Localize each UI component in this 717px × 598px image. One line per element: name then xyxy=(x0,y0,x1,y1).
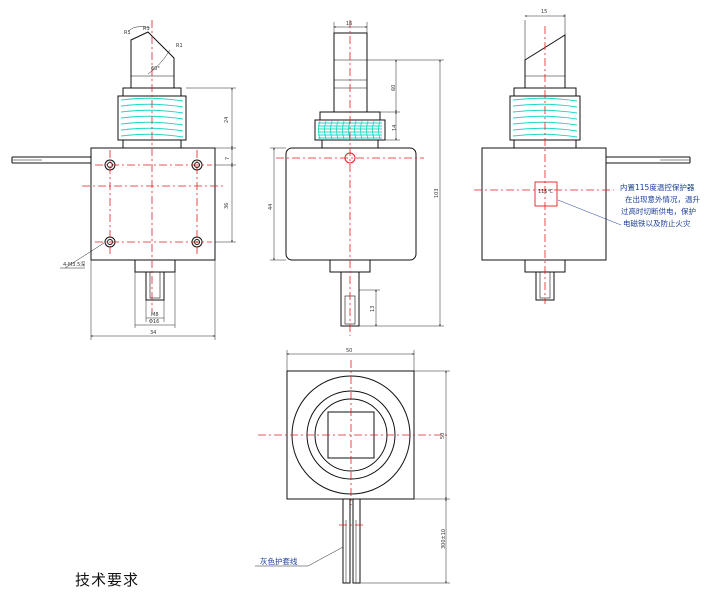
front-dimensions xyxy=(60,26,236,340)
dim-side-44: 44 xyxy=(268,204,274,210)
back-centerlines xyxy=(474,26,614,304)
dim-front-r1-c: R1 xyxy=(176,43,183,49)
bottom-view xyxy=(286,370,415,584)
front-centerlines xyxy=(82,20,224,312)
thermal-protector-label: 115℃ xyxy=(538,189,554,195)
thermal-note: 内置115度温控保护器 在出现意外情况，温升 过高时切断供电，保护 电磁铁以及防… xyxy=(620,182,700,228)
dim-side-13: 13 xyxy=(370,306,376,312)
front-view xyxy=(11,31,216,301)
dim-front-7: 7 xyxy=(225,157,231,160)
dim-bottom-50-width: 50 xyxy=(346,348,352,354)
bottom-dimensions xyxy=(255,350,450,584)
dim-front-24: 24 xyxy=(224,117,230,123)
thermal-note-line-2: 在出现意外情况，温升 xyxy=(625,194,700,204)
side-dimensions xyxy=(270,22,444,327)
dim-side-16: 16 xyxy=(346,21,352,27)
back-lead-wires xyxy=(606,156,691,164)
dim-front-r1-b: R1 xyxy=(143,26,150,32)
front-stud xyxy=(145,271,165,301)
bottom-dimension-labels: 50 50 300±10 灰色护套线 xyxy=(260,348,447,566)
front-dimension-labels: R1 R1 R1 60° 24 7 36 M8 Φ16 34 4-M3.5深 xyxy=(63,26,231,336)
thermal-note-line-4: 电磁铁以及防止火灾 xyxy=(623,218,691,228)
dim-front-m8: M8 xyxy=(151,312,159,318)
dim-front-r1-a: R1 xyxy=(124,30,131,36)
front-stud-housing xyxy=(134,259,176,273)
bottom-lead-wires xyxy=(342,498,361,584)
wire-sleeve-callout: 灰色护套线 xyxy=(260,556,298,566)
side-view xyxy=(285,32,417,327)
dim-bottom-wire-length: 300±10 xyxy=(441,529,447,549)
side-body xyxy=(285,147,417,261)
footer-title: 技术要求 xyxy=(75,571,140,589)
hole-callout: 4-M3.5深 xyxy=(63,261,85,268)
dim-back-15: 15 xyxy=(541,9,547,15)
front-plunger xyxy=(130,31,175,89)
dim-side-103: 103 xyxy=(434,188,440,198)
dim-side-60: 60 xyxy=(391,85,397,91)
back-view xyxy=(481,14,691,301)
side-centerlines xyxy=(276,20,424,336)
thermal-note-line-3: 过高时切断供电，保护 xyxy=(621,206,696,216)
dim-front-phi16: Φ16 xyxy=(149,319,159,325)
dim-front-34: 34 xyxy=(150,330,156,336)
side-dimension-labels: 16 60 14 44 103 13 xyxy=(268,21,440,312)
dim-front-angle: 60° xyxy=(151,66,160,72)
thermal-note-line-1: 内置115度温控保护器 xyxy=(620,182,695,192)
dim-front-36: 36 xyxy=(224,203,230,209)
side-plunger xyxy=(333,32,368,113)
thermal-protector-box xyxy=(534,181,558,207)
front-lead-wires xyxy=(11,156,91,164)
back-body xyxy=(481,147,607,261)
dim-bottom-50-height: 50 xyxy=(440,433,446,439)
dim-side-14: 14 xyxy=(392,125,398,131)
bottom-centerlines xyxy=(258,360,447,526)
back-dimensions xyxy=(524,15,622,226)
